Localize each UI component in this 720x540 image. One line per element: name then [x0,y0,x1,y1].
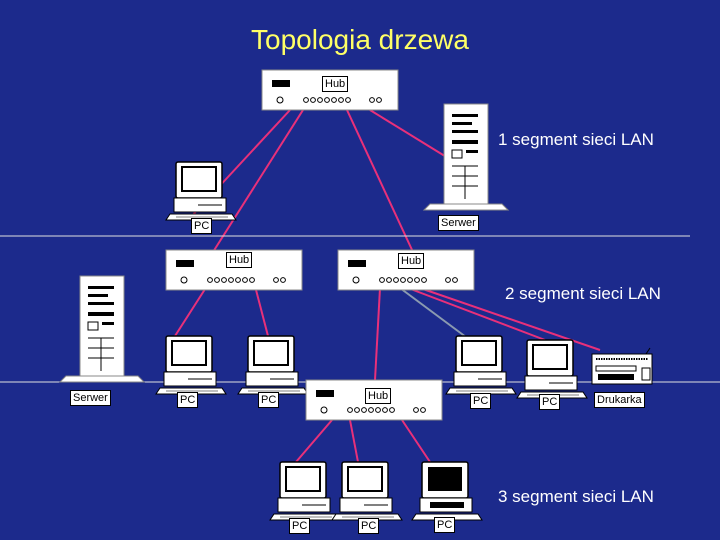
hub-label-top: Hub [322,76,349,92]
server-top [423,103,509,211]
hub-label-seg2-left: Hub [226,252,253,268]
pc-label-seg2-d: PC [539,394,561,410]
pc-seg2-d [516,339,588,399]
pc-seg2-a [155,335,227,395]
printer-label: Drukarka [594,392,645,408]
segment-3-label: 3 segment sieci LAN [498,487,654,506]
pc-seg3-b [331,461,403,521]
segment-3-cables [295,419,433,466]
pc-seg2-c [445,335,517,395]
pc-label-seg3-b: PC [358,518,380,534]
pc-seg1 [165,161,237,221]
pc-label-seg3-c: PC [434,517,456,533]
segment-1-cables [189,109,449,253]
pc-seg3-c [411,461,483,521]
pc-label-seg3-a: PC [289,518,311,534]
page-title: Topologia drzewa [251,24,469,55]
pc-label-seg2-c: PC [470,393,492,409]
hub-label-seg3: Hub [365,388,392,404]
pc-label-seg2-a: PC [177,392,199,408]
server-label-top: Serwer [438,215,479,231]
printer-icon [591,347,653,385]
server-seg2 [59,275,145,383]
hub-label-seg2-right: Hub [398,253,425,269]
segment-2-label: 2 segment sieci LAN [505,284,661,303]
pc-seg2-b [237,335,309,395]
segment-1-label: 1 segment sieci LAN [498,130,654,149]
uplink-cable [399,287,471,341]
pc-label-seg2-b: PC [258,392,280,408]
server-label-seg2: Serwer [70,390,111,406]
pc-seg3-a [269,461,341,521]
pc-label-seg1: PC [191,218,213,234]
